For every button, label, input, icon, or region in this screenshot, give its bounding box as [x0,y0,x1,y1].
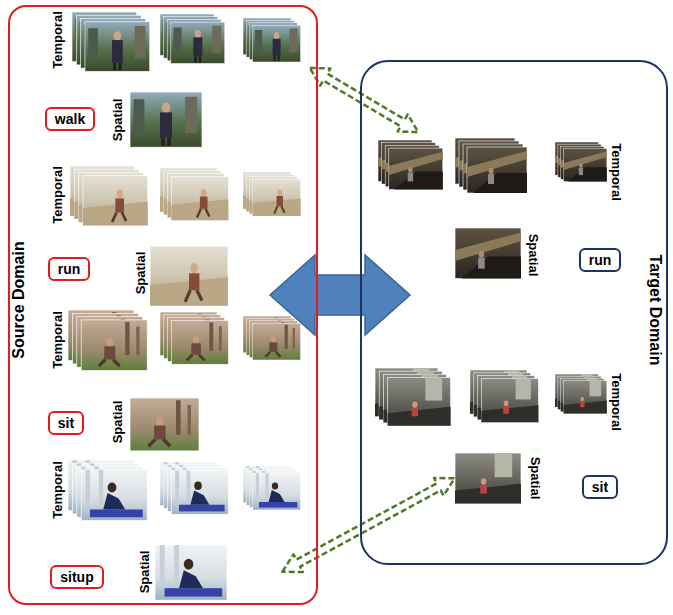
spatial-frame [130,92,202,147]
stream-label: Spatial [138,551,153,594]
class-label: walk [55,111,85,127]
spatial-frame [455,453,521,504]
stream-label: Temporal [51,11,66,69]
frame-stack [160,312,228,364]
correspondence-arrow [305,59,424,140]
frame-stack [555,142,607,182]
spatial-frame [155,545,227,600]
frame-stack [68,310,147,371]
frame-stack [160,14,225,64]
frame-stack [375,368,451,426]
frame-stack [243,466,301,510]
frame-stack [160,462,228,514]
domain-region: Target Domain run sit [360,60,668,565]
stream-label: Spatial [134,252,149,295]
stream-label: Temporal [51,311,66,369]
class-label: sit [58,415,74,431]
stream-label: Temporal [609,143,624,201]
frame-stack [243,172,301,216]
spatial-frame [150,246,228,306]
domain-title: Source Domain [10,241,28,358]
class-label-box: walk [45,107,95,131]
class-label: run [589,252,612,268]
stream-label: Spatial [528,457,543,500]
frame-stack [455,138,527,193]
frame-stack [72,12,150,71]
frame-stack [243,316,301,360]
class-label-box: situp [50,565,103,589]
stream-label: Spatial [526,234,541,277]
class-label-box: run [48,257,91,281]
frame-stack [470,370,538,422]
domain-title: Target Domain [646,255,664,366]
class-label-box: sit [48,411,84,435]
class-label: run [58,261,81,277]
stream-label: Spatial [111,401,126,444]
stream-label: Temporal [51,461,66,519]
domain-adaptation-arrow [270,255,410,335]
stream-label: Temporal [609,373,624,431]
stream-label: Temporal [51,166,66,224]
frame-stack [378,140,443,190]
class-label: sit [592,479,608,495]
class-label-box: sit [582,475,618,499]
frame-stack [70,166,148,225]
spatial-frame [130,398,199,451]
class-label-box: run [579,248,622,272]
frame-stack [160,168,228,220]
class-label: situp [60,569,93,585]
spatial-frame [455,228,521,279]
frame-stack [68,460,147,521]
frame-stack [243,18,301,62]
stream-label: Spatial [111,99,126,142]
frame-stack [555,374,607,414]
